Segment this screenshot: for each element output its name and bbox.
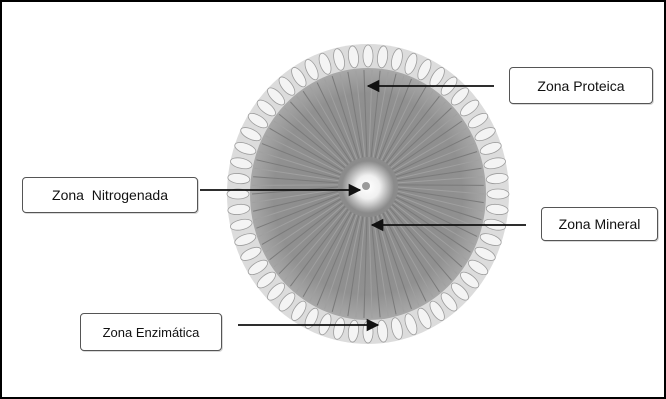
label-zona-enzimatica: Zona Enzimática — [80, 313, 222, 351]
label-zona-proteica: Zona Proteica — [509, 67, 653, 104]
rim-segment — [487, 189, 509, 199]
label-zona-mineral: Zona Mineral — [541, 207, 658, 241]
label-zona-nitrogenada: Zona Nitrogenada — [22, 177, 198, 213]
rim-segment — [363, 45, 373, 67]
center-dot — [362, 182, 370, 190]
